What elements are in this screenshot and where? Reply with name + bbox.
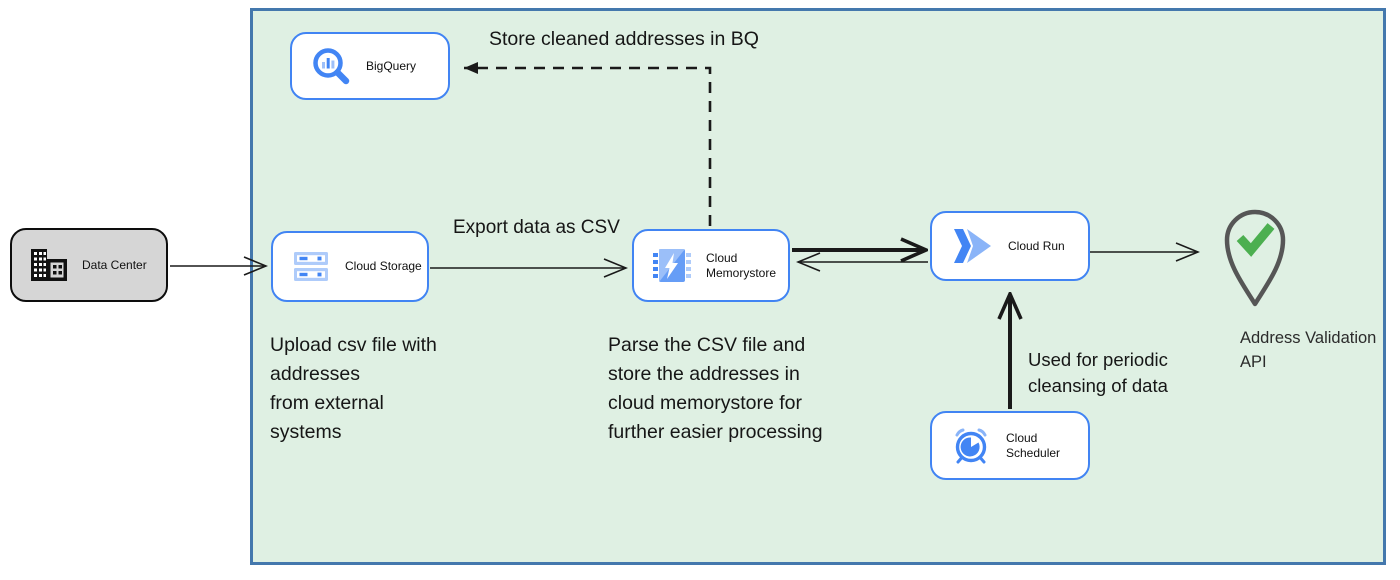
data-center-icon [30,247,68,283]
node-label-bigquery: BigQuery [366,58,417,73]
node-cloud-memorystore: Cloud Memorystore [632,229,790,302]
annotation-parse-note: Parse the CSV file and store the address… [608,334,823,443]
annotation-export-csv: Export data as CSV [453,217,620,238]
cloud-storage-icon [291,249,331,285]
label-address-validation-api: Address Validation API [1240,329,1377,371]
cloud-run-icon [950,227,994,265]
node-data-center: Data Center [10,228,168,302]
node-label-cloud-storage: Cloud Storage [345,259,422,273]
node-cloud-storage: Cloud Storage [271,231,429,302]
node-label-cloud-scheduler: Cloud Scheduler [1006,430,1061,460]
cloud-memorystore-icon [652,246,692,286]
map-pin-check-icon [1224,209,1286,307]
node-label-cloud-run: Cloud Run [1008,238,1065,253]
annotation-periodic-note: Used for periodic cleansing of data [1028,349,1168,396]
cloud-boundary-container [250,8,1386,565]
bigquery-icon [310,45,352,87]
node-cloud-scheduler: Cloud Scheduler [930,411,1090,480]
node-label-data-center: Data Center [82,257,147,272]
node-bigquery: BigQuery [290,32,450,100]
cloud-scheduler-icon [950,425,992,467]
node-label-cloud-memorystore: Cloud Memorystore [706,250,777,280]
annotation-store-bq: Store cleaned addresses in BQ [489,28,759,50]
node-cloud-run: Cloud Run [930,211,1090,281]
annotation-upload-note: Upload csv file with addresses from exte… [270,334,437,443]
